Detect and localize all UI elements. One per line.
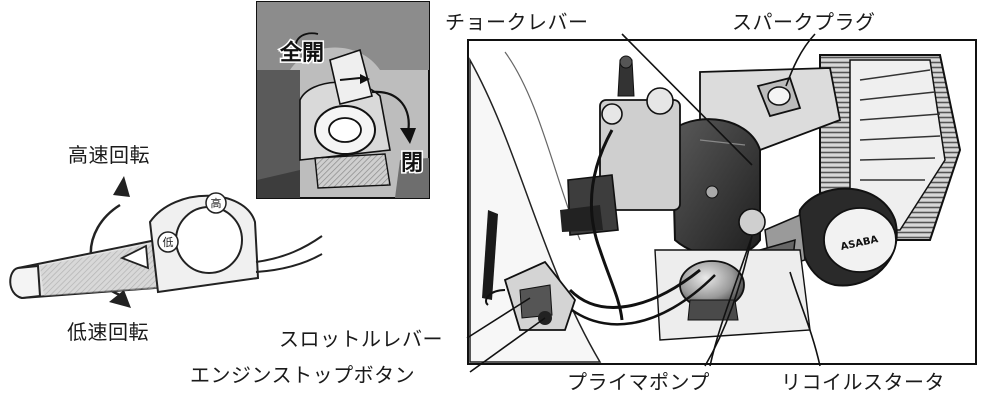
- label-throttle-lever: スロットルレバー: [279, 327, 443, 351]
- label-spark-plug: スパークプラグ: [732, 10, 876, 34]
- engine-illustration: [467, 39, 977, 365]
- throttle-cable: [255, 235, 323, 263]
- inset-close-label: 閉: [401, 151, 423, 176]
- label-primer-pump: プライマポンプ: [567, 370, 710, 394]
- leader-lines: [466, 33, 821, 373]
- arrow-up-head: [113, 176, 130, 197]
- grip-dial: [175, 206, 243, 274]
- arrow-down-head: [109, 290, 131, 308]
- inset-open-label: 全開: [279, 40, 324, 66]
- label-engine-stop-button: エンジンストップボタン: [190, 363, 416, 387]
- grip-tip: [9, 264, 42, 300]
- label-high-speed: 高速回転: [68, 143, 150, 167]
- grip-pointer-triangle: [119, 244, 150, 270]
- choke-inset: [256, 1, 430, 199]
- grip-high-mark: 高: [211, 196, 222, 210]
- label-recoil-starter: リコイルスタータ: [781, 370, 945, 394]
- label-low-speed: 低速回転: [67, 320, 149, 344]
- primer-pump-shape: [738, 208, 766, 236]
- throttle-grip-illustration: [9, 176, 323, 308]
- label-choke-lever: チョークレバー: [445, 10, 589, 34]
- grip-low-mark: 低: [163, 236, 174, 249]
